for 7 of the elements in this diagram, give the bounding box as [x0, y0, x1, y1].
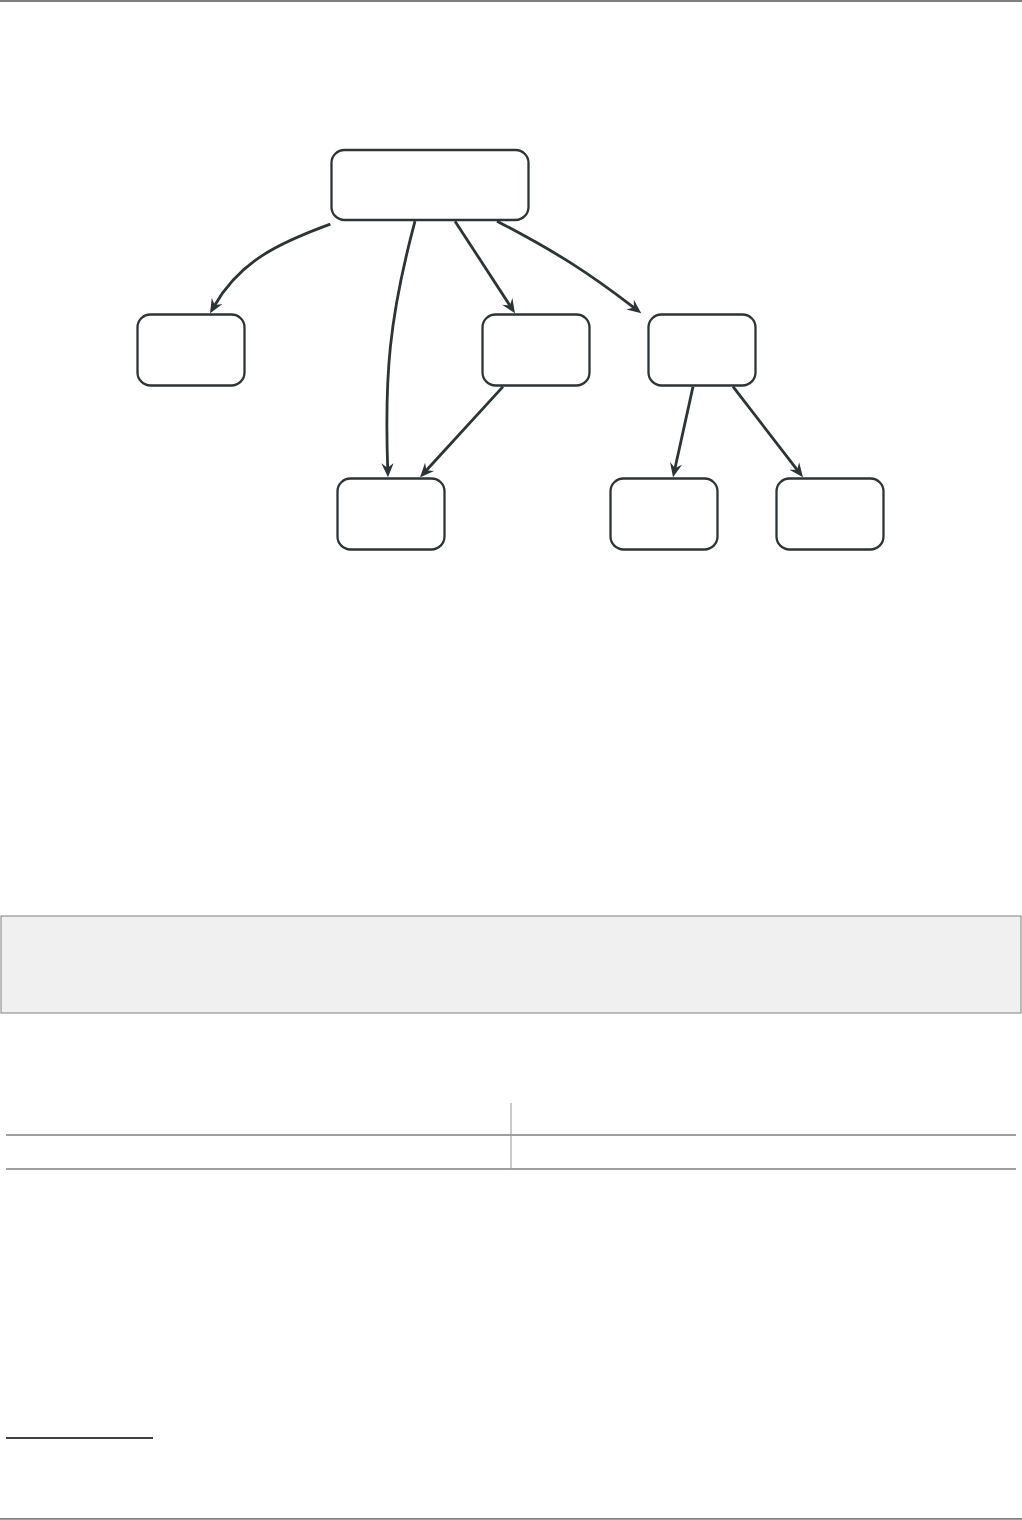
process-box	[330, 148, 530, 222]
process-box	[136, 313, 246, 387]
process-box	[336, 477, 446, 551]
process-box	[481, 313, 591, 387]
process-box	[609, 477, 719, 551]
process-box	[775, 477, 885, 551]
process-box	[647, 313, 757, 387]
